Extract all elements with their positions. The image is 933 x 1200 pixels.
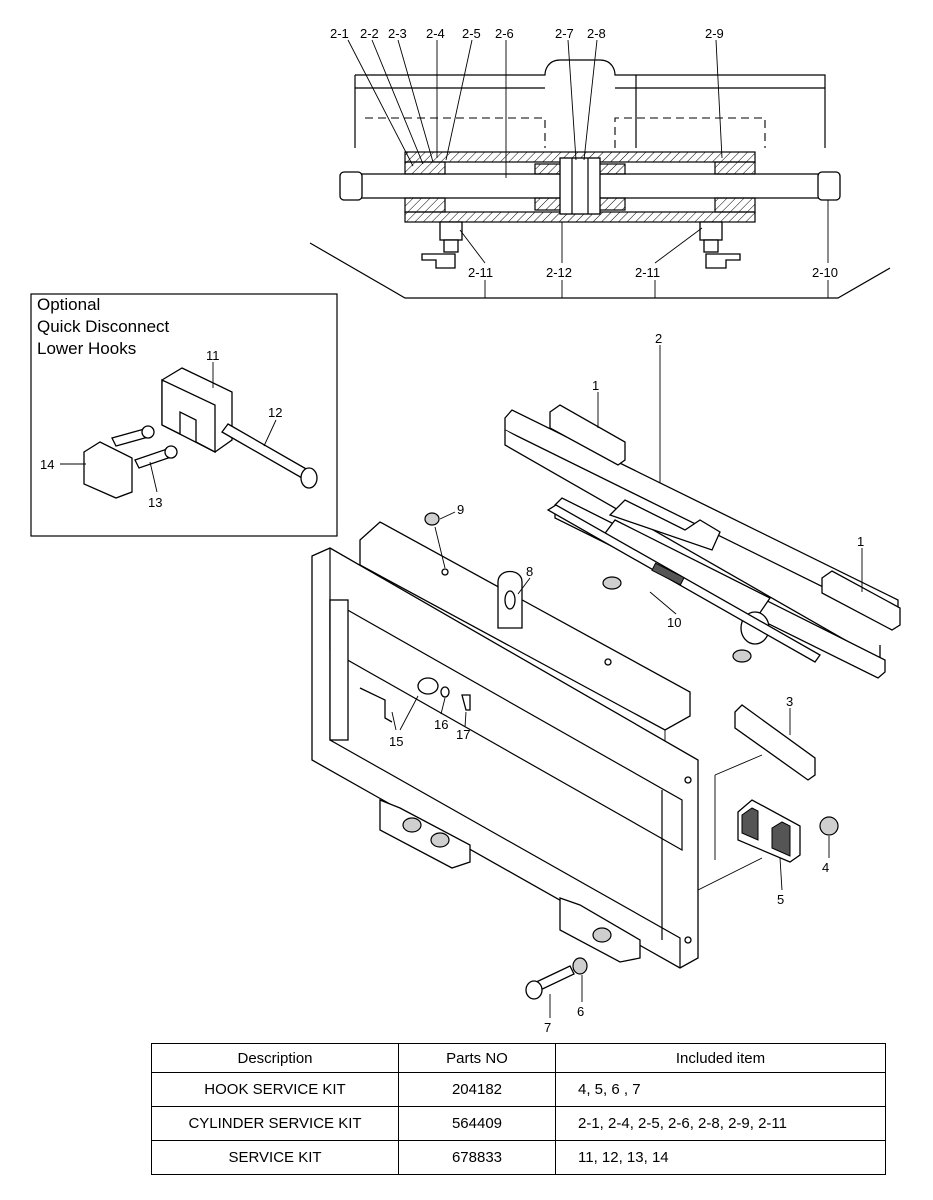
callout-2-10: 2-10 [812, 265, 838, 280]
callout-12: 12 [268, 405, 282, 420]
row-included-items: 11, 12, 13, 14 [555, 1140, 886, 1175]
row-parts-no: 204182 [398, 1072, 556, 1107]
callout-9: 9 [457, 502, 464, 517]
row-description: HOOK SERVICE KIT [151, 1072, 399, 1107]
row-parts-no: 678833 [398, 1140, 556, 1175]
callout-2-4: 2-4 [426, 26, 445, 41]
callout-2-12: 2-12 [546, 265, 572, 280]
callout-10: 10 [667, 615, 681, 630]
callout-3: 3 [786, 694, 793, 709]
callout-2: 2 [655, 331, 662, 346]
row-description: CYLINDER SERVICE KIT [151, 1106, 399, 1141]
table-row: HOOK SERVICE KIT 204182 4, 5, 6 , 7 [151, 1072, 886, 1107]
callout-13: 13 [148, 495, 162, 510]
carriage-frame [311, 511, 699, 969]
callout-2-5: 2-5 [462, 26, 481, 41]
row-included-items: 2-1, 2-4, 2-5, 2-6, 2-8, 2-9, 2-11 [555, 1106, 886, 1141]
callout-8: 8 [526, 564, 533, 579]
callout-2-3: 2-3 [388, 26, 407, 41]
callout-6: 6 [577, 1004, 584, 1019]
table-row: SERVICE KIT 678833 11, 12, 13, 14 [151, 1140, 886, 1175]
callout-17: 17 [456, 727, 470, 742]
cylinder-section-view [309, 39, 891, 299]
header-description: Description [151, 1043, 399, 1073]
callout-2-11-right: 2-11 [635, 265, 660, 280]
row-description: SERVICE KIT [151, 1140, 399, 1175]
callout-2-2: 2-2 [360, 26, 379, 41]
callout-16: 16 [434, 717, 448, 732]
inset-title-line-1: Optional [37, 295, 100, 314]
cylinder-assembly [504, 345, 901, 679]
callout-2-8: 2-8 [587, 26, 606, 41]
hook-hardware [525, 704, 839, 1018]
callout-2-9: 2-9 [705, 26, 724, 41]
callout-1-right: 1 [857, 534, 864, 549]
callout-1-left: 1 [592, 378, 599, 393]
hydraulic-fitting-left [421, 221, 463, 269]
callout-14: 14 [40, 457, 54, 472]
callout-2-6: 2-6 [495, 26, 514, 41]
callout-2-11-left: 2-11 [468, 265, 493, 280]
row-included-items: 4, 5, 6 , 7 [555, 1072, 886, 1107]
inset-title-line-3: Lower Hooks [37, 339, 136, 358]
callout-4: 4 [822, 860, 829, 875]
header-included-item: Included item [555, 1043, 886, 1073]
table-header-row: Description Parts NO Included item [151, 1043, 886, 1073]
callout-7: 7 [544, 1020, 551, 1035]
row-parts-no: 564409 [398, 1106, 556, 1141]
table-row: CYLINDER SERVICE KIT 564409 2-1, 2-4, 2-… [151, 1106, 886, 1141]
callout-11: 11 [206, 348, 220, 363]
callout-5: 5 [777, 892, 784, 907]
callout-2-7: 2-7 [555, 26, 574, 41]
inset-title-line-2: Quick Disconnect [37, 317, 170, 336]
callout-15: 15 [389, 734, 403, 749]
header-parts-no: Parts NO [398, 1043, 556, 1073]
optional-hooks-inset: Optional Quick Disconnect Lower Hooks [30, 293, 338, 537]
callout-2-1: 2-1 [330, 26, 349, 41]
service-kit-table: Description Parts NO Included item HOOK … [151, 1043, 886, 1175]
hydraulic-fitting-right [699, 221, 741, 269]
